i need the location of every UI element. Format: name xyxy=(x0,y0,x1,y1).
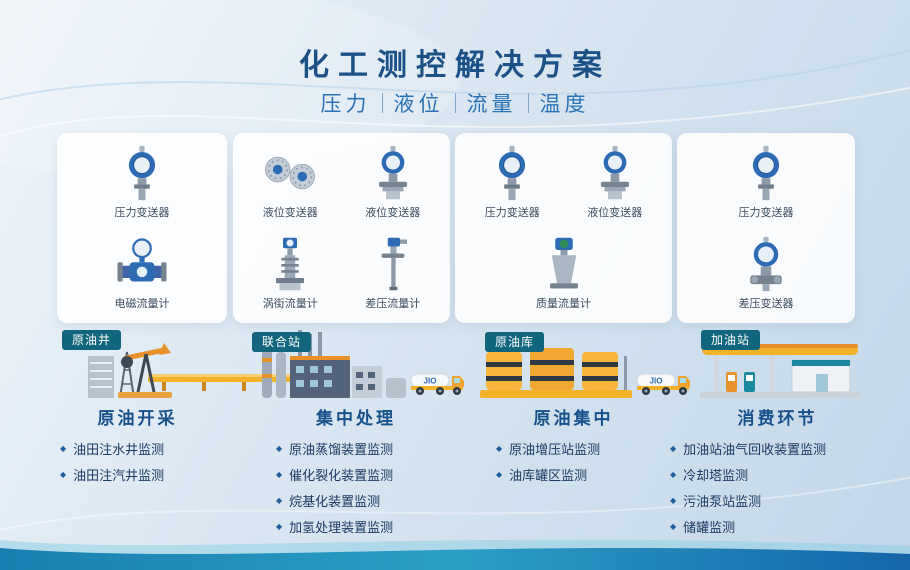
diamond-bullet-icon: ◆ xyxy=(496,470,503,479)
stage-processing: 集中处理 ◆ 原油蒸馏装置监测 ◆ 催化裂化装置监测 ◆ 烷基化装置监测 ◆ 加… xyxy=(266,404,446,543)
subtitle-divider xyxy=(454,93,456,113)
refinery-illustration xyxy=(262,330,406,398)
diamond-bullet-icon: ◆ xyxy=(276,496,283,505)
tanker-truck-illustration xyxy=(636,373,691,396)
diamond-bullet-icon: ◆ xyxy=(276,444,283,453)
level-transmitter-icon xyxy=(586,145,644,201)
level-transmitter-icon xyxy=(364,145,422,201)
pressure-transmitter-icon xyxy=(737,145,795,201)
gas-station-illustration xyxy=(700,344,860,398)
subtitle-divider xyxy=(381,93,383,113)
product-card-2: 液位变送器 液位变送器 涡街流量计 差压流量计 xyxy=(233,133,450,323)
dp-flowmeter-icon xyxy=(364,236,422,292)
device-pressure-transmitter: 压力变送器 xyxy=(113,145,171,220)
bullet-item: ◆ 加油站油气回收装置监测 xyxy=(670,442,827,457)
diamond-bullet-icon: ◆ xyxy=(670,496,677,505)
tank-farm-illustration xyxy=(480,348,632,398)
diamond-bullet-icon: ◆ xyxy=(60,444,67,453)
device-dp-flowmeter: 差压流量计 xyxy=(364,236,422,311)
bullet-item: ◆ 原油增压站监测 xyxy=(496,442,601,457)
device-level-transmitter-flange: 液位变送器 xyxy=(261,145,319,220)
bullet-item: ◆ 原油蒸馏装置监测 xyxy=(276,442,394,457)
tanker-truck-illustration xyxy=(410,373,465,396)
subtitle-item-temperature: 温度 xyxy=(539,93,590,116)
device-label: 质量流量计 xyxy=(536,298,591,310)
device-label: 压力变送器 xyxy=(738,207,794,219)
subtitle: 压力 液位 流量 温度 xyxy=(0,88,910,118)
stage-collection: 原油集中 ◆ 原油增压站监测 ◆ 油库罐区监测 xyxy=(486,404,661,491)
device-dp-transmitter: 差压变送器 xyxy=(737,236,795,311)
stage-tag-gas-station: 加油站 xyxy=(701,330,761,350)
device-mass-flowmeter: 质量流量计 xyxy=(535,236,593,311)
stage-consumption: 消费环节 ◆ 加油站油气回收装置监测 ◆ 冷却塔监测 ◆ 污油泵站监测 ◆ 储罐… xyxy=(660,404,895,543)
device-level-transmitter: 液位变送器 xyxy=(364,145,422,220)
flange-seal-transmitter-icon xyxy=(261,145,319,201)
bullet-item: ◆ 冷却塔监测 xyxy=(670,468,749,483)
diamond-bullet-icon: ◆ xyxy=(670,444,677,453)
process-flow-scene xyxy=(88,330,860,399)
diamond-bullet-icon: ◆ xyxy=(276,470,283,479)
bullet-item: ◆ 油田注水井监测 xyxy=(60,442,165,457)
stage-tag-joint-station: 联合站 xyxy=(252,332,312,352)
product-card-1: 压力变送器 电磁流量计 xyxy=(57,133,227,323)
subtitle-item-level: 液位 xyxy=(393,93,444,116)
device-level-transmitter: 液位变送器 xyxy=(586,145,644,220)
diamond-bullet-icon: ◆ xyxy=(496,444,503,453)
bottom-wave xyxy=(0,539,910,570)
device-pressure-transmitter: 压力变送器 xyxy=(737,145,795,220)
device-label: 涡街流量计 xyxy=(262,298,318,310)
electromagnetic-flowmeter-icon xyxy=(113,236,171,292)
device-label: 电磁流量计 xyxy=(114,298,170,310)
page-title: 化工测控解决方案 xyxy=(299,49,611,82)
subtitle-divider xyxy=(527,93,529,113)
pressure-transmitter-icon xyxy=(113,145,171,201)
device-label: 差压流量计 xyxy=(365,298,421,310)
device-label: 液位变送器 xyxy=(262,207,318,219)
device-label: 压力变送器 xyxy=(484,207,540,219)
diamond-bullet-icon: ◆ xyxy=(670,470,677,479)
device-pressure-transmitter: 压力变送器 xyxy=(483,145,541,220)
product-card-4: 压力变送器 差压变送器 xyxy=(677,133,855,323)
stage-tag-oil-depot: 原油库 xyxy=(485,332,545,352)
device-vortex-flowmeter: 涡街流量计 xyxy=(261,236,319,311)
diamond-bullet-icon: ◆ xyxy=(670,522,677,531)
diamond-bullet-icon: ◆ xyxy=(60,470,67,479)
device-label: 压力变送器 xyxy=(114,207,170,219)
pressure-transmitter-icon xyxy=(483,145,541,201)
vortex-flowmeter-icon xyxy=(261,236,319,292)
bullet-item: ◆ 催化裂化装置监测 xyxy=(276,468,394,483)
mass-flowmeter-icon xyxy=(535,236,593,292)
stage-title: 集中处理 xyxy=(316,409,396,428)
stage-extraction: 原油开采 ◆ 油田注水井监测 ◆ 油田注汽井监测 xyxy=(50,404,225,491)
dp-transmitter-icon xyxy=(737,236,795,292)
pipeline xyxy=(148,374,290,391)
device-label: 液位变送器 xyxy=(365,207,421,219)
bullet-item: ◆ 油田注汽井监测 xyxy=(60,468,165,483)
device-label: 差压变送器 xyxy=(738,298,794,310)
bullet-item: ◆ 污油泵站监测 xyxy=(670,494,762,509)
bullet-item: ◆ 油库罐区监测 xyxy=(496,468,588,483)
bullet-item: ◆ 烷基化装置监测 xyxy=(276,494,381,509)
subtitle-item-flow: 流量 xyxy=(466,93,517,116)
stage-title: 原油开采 xyxy=(97,409,178,428)
pump-jack-illustration xyxy=(88,343,172,399)
diamond-bullet-icon: ◆ xyxy=(276,522,283,531)
subtitle-item-pressure: 压力 xyxy=(320,93,371,116)
product-card-3: 压力变送器 液位变送器 质量流量计 xyxy=(455,133,672,323)
stage-title: 原油集中 xyxy=(533,409,614,428)
device-label: 液位变送器 xyxy=(587,207,643,219)
bullet-item: ◆ 储罐监测 xyxy=(670,520,736,535)
bullet-item: ◆ 加氢处理装置监测 xyxy=(276,520,394,535)
stage-title: 消费环节 xyxy=(737,409,818,428)
device-electromagnetic-flowmeter: 电磁流量计 xyxy=(113,236,171,311)
stage-tag-oil-well: 原油井 xyxy=(62,330,122,350)
